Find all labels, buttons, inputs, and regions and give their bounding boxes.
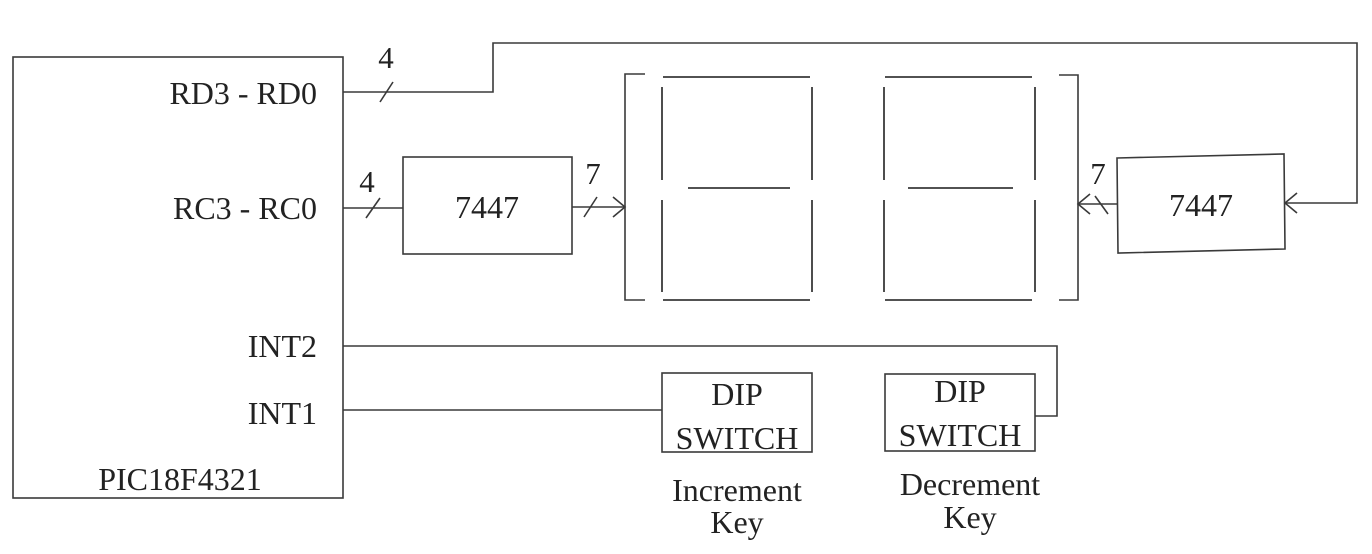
pin-label-int2: INT2 (248, 328, 317, 364)
rd-bus-wire: 4 (343, 40, 1358, 214)
rd-bus-width: 4 (378, 40, 394, 75)
pin-label-int1: INT1 (248, 395, 317, 431)
rc-bus-wire: 4 (343, 164, 403, 219)
right-decoder-label: 7447 (1169, 187, 1233, 223)
decrement-switch: DIP SWITCH Decrement Key (884, 373, 1040, 535)
increment-switch-outline (661, 372, 813, 453)
left-decoder-outline (402, 156, 573, 255)
increment-switch-line2: SWITCH (676, 420, 799, 456)
display-left-bracket (624, 73, 645, 301)
rc-bus-slash (365, 197, 381, 219)
increment-key-caption: Increment (672, 472, 802, 508)
decrement-switch-line1: DIP (934, 373, 986, 409)
pin-label-rd: RD3 - RD0 (169, 75, 317, 111)
microcontroller-name: PIC18F4321 (98, 461, 262, 497)
rd-bus-slash (379, 81, 394, 103)
decrement-key-caption-line2: Key (943, 499, 996, 535)
rc-bus-width: 4 (359, 164, 375, 199)
left-decoder: 7447 (402, 156, 573, 255)
decrement-switch-line2: SWITCH (899, 417, 1022, 453)
right-output-slash (1094, 195, 1109, 215)
seven-segment-display (624, 73, 1079, 301)
left-decoder-output-wire: 7 (572, 156, 627, 218)
right-decoder-outline (1116, 153, 1286, 254)
microcontroller-outline (12, 56, 344, 499)
increment-key-caption-line2: Key (710, 504, 763, 540)
decrement-key-caption: Decrement (900, 466, 1040, 502)
microcontroller-block: RD3 - RD0 RC3 - RC0 INT2 INT1 PIC18F4321 (12, 56, 344, 499)
right-output-arrow (1076, 193, 1091, 215)
digit-units (883, 76, 1036, 301)
decrement-switch-outline (884, 373, 1036, 452)
pin-label-rc: RC3 - RC0 (173, 190, 317, 226)
int2-wire (343, 345, 1058, 417)
right-output-width: 7 (1090, 156, 1106, 191)
left-decoder-label: 7447 (455, 189, 519, 225)
left-output-slash (583, 196, 598, 218)
right-decoder-output-wire: 7 (1076, 156, 1117, 215)
increment-switch: DIP SWITCH Increment Key (661, 372, 813, 540)
right-decoder: 7447 (1116, 153, 1286, 254)
left-output-width: 7 (585, 156, 601, 191)
display-right-bracket (1059, 74, 1079, 301)
digit-tens (661, 76, 813, 301)
increment-switch-line1: DIP (711, 376, 763, 412)
